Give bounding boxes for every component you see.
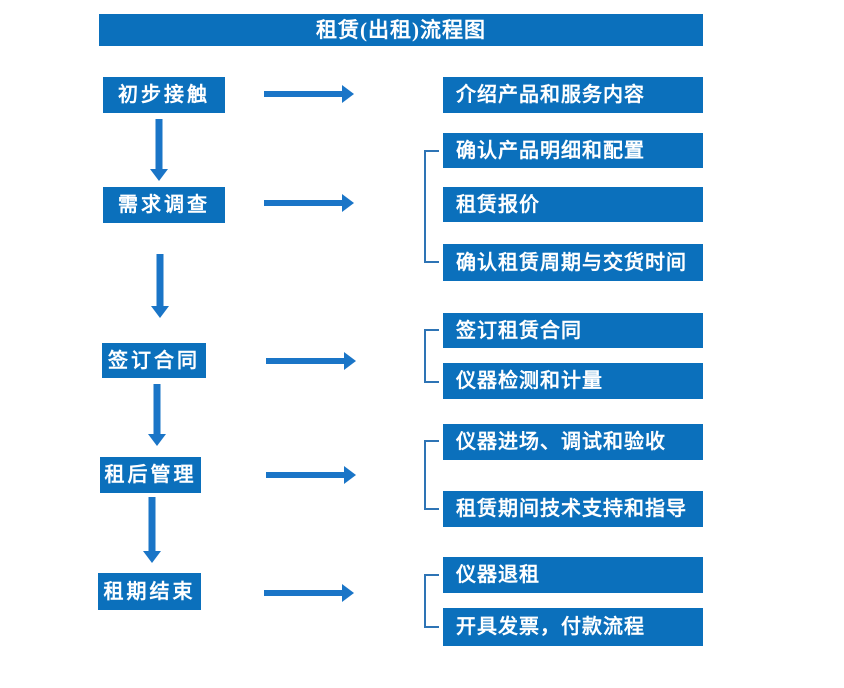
- stage-label: 租后管理: [104, 464, 197, 486]
- stage-label: 需求调查: [118, 194, 210, 216]
- arrow-shaft: [156, 254, 164, 306]
- stage-label: 签订合同: [108, 349, 200, 372]
- arrow-head-icon: [342, 85, 354, 103]
- detail-box-tech-support: 租赁期间技术支持和指导: [443, 491, 703, 527]
- down-arrow-1: [150, 119, 168, 181]
- detail-box-rental-quote: 租赁报价: [443, 187, 703, 222]
- right-arrow-2: [264, 194, 354, 212]
- detail-label: 介绍产品和服务内容: [456, 84, 645, 106]
- detail-box-confirm-rental-period: 确认租赁周期与交货时间: [443, 244, 703, 281]
- right-arrow-4: [266, 466, 356, 484]
- bracket-post-rental-group: [424, 440, 439, 510]
- arrow-head-icon: [344, 352, 356, 370]
- detail-label: 仪器检测和计量: [456, 370, 603, 392]
- arrow-shaft: [155, 119, 163, 169]
- right-arrow-1: [264, 85, 354, 103]
- arrow-head-icon: [151, 306, 169, 318]
- arrow-shaft: [153, 384, 161, 434]
- page-title: 租赁(出租)流程图: [316, 17, 486, 42]
- detail-box-instrument-return: 仪器退租: [443, 557, 703, 593]
- detail-label: 仪器退租: [456, 564, 540, 586]
- bracket-demand-survey-group: [424, 150, 439, 263]
- detail-box-introduce-products: 介绍产品和服务内容: [443, 77, 703, 113]
- detail-box-sign-rental-contract: 签订租赁合同: [443, 313, 703, 348]
- stage-label: 初步接触: [118, 84, 210, 106]
- right-arrow-3: [266, 352, 356, 370]
- detail-box-confirm-product-details: 确认产品明细和配置: [443, 133, 703, 168]
- detail-label: 确认租赁周期与交货时间: [456, 251, 687, 274]
- down-arrow-2: [151, 254, 169, 318]
- stage-label: 租期结束: [103, 580, 196, 603]
- detail-box-instrument-setup-acceptance: 仪器进场、调试和验收: [443, 424, 703, 460]
- arrow-head-icon: [148, 434, 166, 446]
- stage-box-demand-survey: 需求调查: [103, 187, 225, 223]
- arrow-head-icon: [342, 194, 354, 212]
- bracket-sign-contract-group: [424, 329, 439, 383]
- right-arrow-5: [264, 584, 354, 602]
- bracket-rental-end-group: [424, 574, 439, 628]
- arrow-shaft: [264, 590, 342, 596]
- detail-label: 租赁报价: [456, 193, 540, 216]
- detail-label: 仪器进场、调试和验收: [456, 431, 666, 453]
- detail-label: 开具发票，付款流程: [456, 616, 645, 638]
- arrow-shaft: [266, 472, 344, 478]
- detail-label: 租赁期间技术支持和指导: [456, 498, 687, 520]
- detail-box-instrument-testing: 仪器检测和计量: [443, 363, 703, 399]
- arrow-head-icon: [344, 466, 356, 484]
- arrow-head-icon: [150, 169, 168, 181]
- arrow-shaft: [264, 91, 342, 97]
- detail-label: 确认产品明细和配置: [456, 139, 645, 162]
- down-arrow-4: [143, 497, 161, 563]
- stage-box-rental-end: 租期结束: [98, 573, 201, 610]
- arrow-shaft: [264, 200, 342, 206]
- detail-box-invoice-payment: 开具发票，付款流程: [443, 608, 703, 646]
- arrow-head-icon: [342, 584, 354, 602]
- stage-box-initial-contact: 初步接触: [103, 77, 225, 113]
- arrow-head-icon: [143, 551, 161, 563]
- arrow-shaft: [148, 497, 156, 551]
- arrow-shaft: [266, 358, 344, 364]
- stage-box-sign-contract: 签订合同: [102, 343, 206, 378]
- detail-label: 签订租赁合同: [456, 319, 582, 342]
- stage-box-post-rental-management: 租后管理: [100, 457, 201, 493]
- down-arrow-3: [148, 384, 166, 446]
- title-bar: 租赁(出租)流程图: [99, 14, 703, 46]
